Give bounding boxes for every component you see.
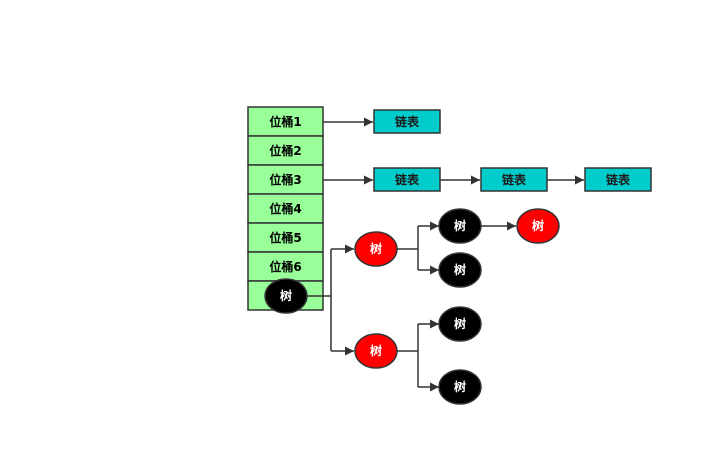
bucket-6 xyxy=(247,251,324,282)
list-node-4-label: 链表 xyxy=(606,172,631,187)
tree-node-black-a-label: 树 xyxy=(454,218,466,233)
tree-node-black-c-label: 树 xyxy=(454,316,466,331)
bucket-3-label: 位桶3 xyxy=(269,172,301,187)
list-node-3 xyxy=(480,167,548,192)
bucket-2-label: 位桶2 xyxy=(269,143,301,158)
tree-node-red-lower-label: 树 xyxy=(370,343,382,358)
tree-node-red-lower xyxy=(354,333,398,369)
tree-node-black-a xyxy=(438,208,482,244)
connectors xyxy=(305,117,584,392)
tree-node-black-d-label: 树 xyxy=(454,379,466,394)
tree-node-root-label: 树 xyxy=(280,288,292,303)
list-node-2-label: 链表 xyxy=(395,172,420,187)
red-black-tree: 树 树 树 树 树 树 树 树 xyxy=(264,208,560,405)
tree-node-black-d xyxy=(438,369,482,405)
bucket-1-label: 位桶1 xyxy=(269,114,301,129)
tree-node-red-upper xyxy=(354,231,398,267)
linked-lists: 链表 链表 链表 链表 xyxy=(373,109,652,192)
bucket-5 xyxy=(247,222,324,253)
tree-node-root xyxy=(264,278,308,314)
list-node-1-label: 链表 xyxy=(395,114,420,129)
tree-node-black-c xyxy=(438,306,482,342)
list-node-4 xyxy=(584,167,652,192)
bucket-6-label: 位桶6 xyxy=(269,259,301,274)
bucket-5-label: 位桶5 xyxy=(269,230,301,245)
bucket-3 xyxy=(247,164,324,195)
tree-node-red-leaf-label: 树 xyxy=(532,218,544,233)
tree-node-red-leaf xyxy=(516,208,560,244)
list-node-2 xyxy=(373,167,441,192)
bucket-4-label: 位桶4 xyxy=(269,201,301,216)
tree-node-red-upper-label: 树 xyxy=(370,241,382,256)
tree-node-black-b-label: 树 xyxy=(454,262,466,277)
list-node-3-label: 链表 xyxy=(502,172,527,187)
list-node-1 xyxy=(373,109,441,134)
bucket-4 xyxy=(247,193,324,224)
tree-node-black-b xyxy=(438,252,482,288)
bucket-1 xyxy=(247,106,324,137)
